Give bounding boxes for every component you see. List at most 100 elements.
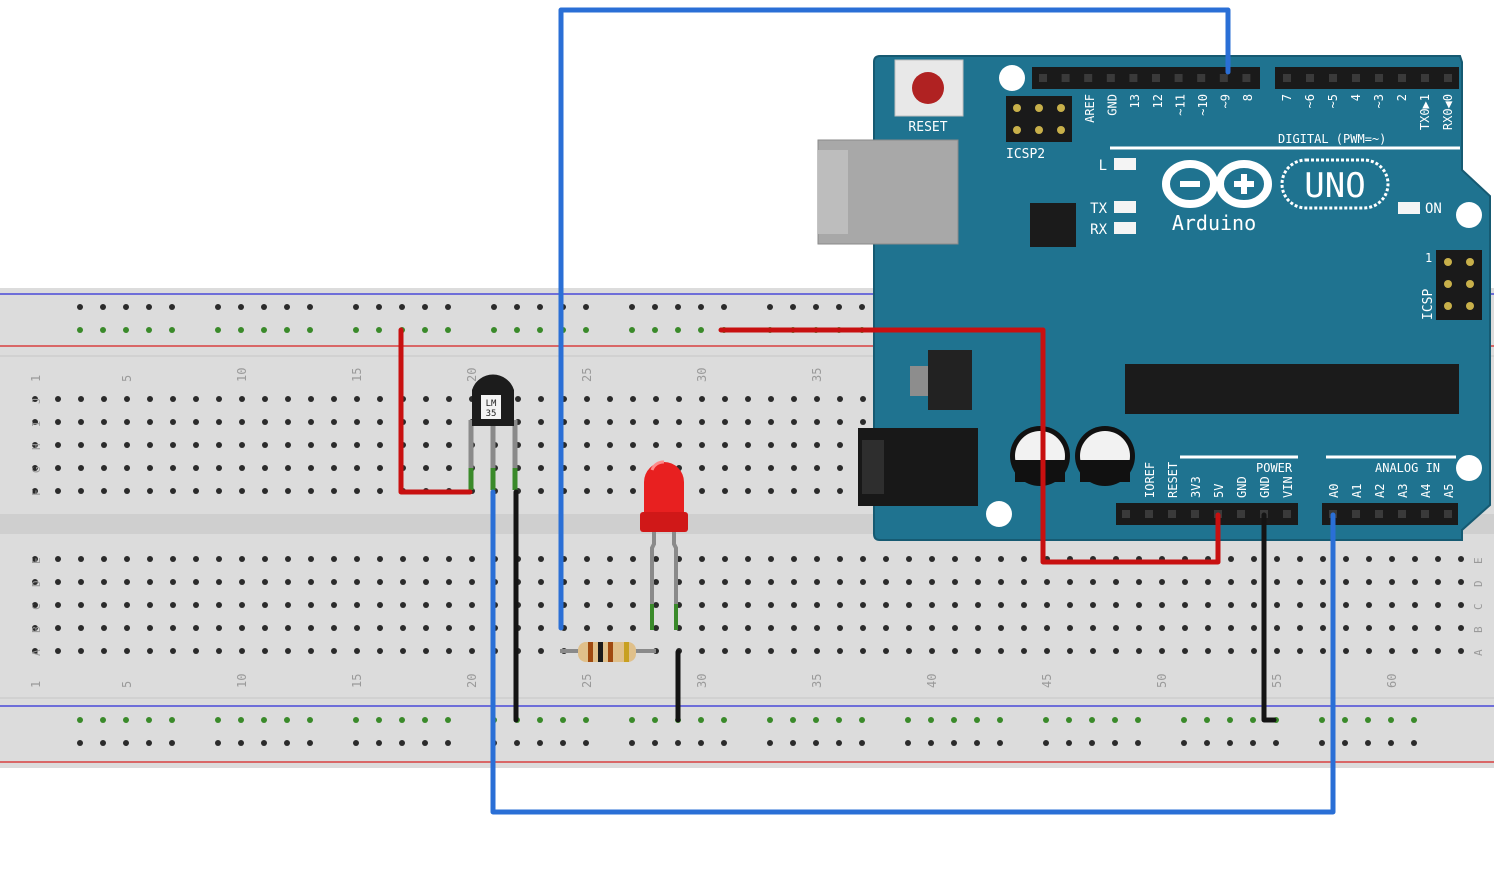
- header-pin[interactable]: [1061, 74, 1070, 82]
- breadboard-hole: [583, 740, 589, 746]
- breadboard-hole: [124, 488, 130, 494]
- breadboard-hole: [583, 717, 589, 723]
- header-pin[interactable]: [1129, 74, 1138, 82]
- breadboard-hole: [698, 327, 704, 333]
- header-pin[interactable]: [1191, 510, 1199, 518]
- breadboard-hole: [193, 465, 199, 471]
- header-pin[interactable]: [1375, 74, 1383, 82]
- breadboard-hole: [1227, 740, 1233, 746]
- header-pin[interactable]: [1352, 510, 1360, 518]
- breadboard-hole: [630, 488, 636, 494]
- usb-interface-chip: [1030, 203, 1076, 247]
- wire-blue-a0[interactable]: [490, 489, 1336, 815]
- header-pin[interactable]: [1421, 510, 1429, 518]
- breadboard-hole: [929, 625, 935, 631]
- breadboard-hole: [239, 488, 245, 494]
- breadboard-hole: [745, 465, 751, 471]
- breadboard-hole: [215, 717, 221, 723]
- breadboard-hole: [698, 740, 704, 746]
- breadboard-hole: [422, 740, 428, 746]
- breadboard-hole: [261, 740, 267, 746]
- header-pin[interactable]: [1219, 74, 1228, 82]
- breadboard-hole: [331, 419, 337, 425]
- arduino-uno-board: RESET ICSP2 ICSP 1 L TX RX ON: [817, 55, 1491, 541]
- wire-black-arduino-gnd[interactable]: [1261, 512, 1277, 723]
- breadboard-hole: [423, 648, 429, 654]
- header-pin[interactable]: [1329, 74, 1337, 82]
- breadboard-hole: [423, 419, 429, 425]
- breadboard-hole: [262, 488, 268, 494]
- header-pin[interactable]: [1168, 510, 1176, 518]
- header-pin[interactable]: [1174, 74, 1183, 82]
- breadboard-hole: [169, 304, 175, 310]
- breadboard-hole: [377, 442, 383, 448]
- led-on-label: ON: [1425, 201, 1442, 217]
- header-pin[interactable]: [1106, 74, 1115, 82]
- wire-red-5v[interactable]: [718, 327, 1221, 565]
- breadboard-hole: [216, 465, 222, 471]
- breadboard-hole: [722, 419, 728, 425]
- breadboard-hole: [1205, 625, 1211, 631]
- breadboard-hole: [676, 442, 682, 448]
- power-header: [1116, 503, 1298, 525]
- col-number-bottom-45: 45: [1040, 674, 1054, 688]
- breadboard-hole: [1343, 648, 1349, 654]
- header-pin[interactable]: [1283, 510, 1291, 518]
- header-pin[interactable]: [1084, 74, 1093, 82]
- header-pin[interactable]: [1306, 74, 1314, 82]
- header-pin[interactable]: [1039, 74, 1047, 82]
- breadboard-hole: [239, 556, 245, 562]
- breadboard-hole: [1251, 579, 1257, 585]
- breadboard-hole: [952, 556, 958, 562]
- header-pin[interactable]: [1352, 74, 1360, 82]
- breadboard-hole: [630, 602, 636, 608]
- header-pin[interactable]: [1283, 74, 1291, 82]
- breadboard-hole: [308, 419, 314, 425]
- breadboard-hole: [1388, 740, 1394, 746]
- header-pin[interactable]: [1152, 74, 1160, 82]
- breadboard-hole: [653, 556, 659, 562]
- breadboard-hole: [514, 304, 520, 310]
- header-pin[interactable]: [1444, 74, 1452, 82]
- breadboard-hole: [1319, 740, 1325, 746]
- breadboard-hole: [745, 488, 751, 494]
- header-pin[interactable]: [1444, 510, 1452, 518]
- header-pin[interactable]: [1145, 510, 1153, 518]
- capacitor-left: [1010, 426, 1070, 486]
- breadboard-hole: [262, 556, 268, 562]
- breadboard-hole: [1412, 648, 1418, 654]
- breadboard-hole: [446, 396, 452, 402]
- header-pin[interactable]: [1122, 510, 1130, 518]
- breadboard-hole: [537, 740, 543, 746]
- breadboard-hole: [1159, 579, 1165, 585]
- breadboard-hole: [652, 717, 658, 723]
- wire-blue-pin9[interactable]: [558, 7, 1231, 631]
- digital-pin-label: RX0◀0: [1441, 94, 1455, 130]
- breadboard-hole: [1228, 648, 1234, 654]
- breadboard-hole: [629, 740, 635, 746]
- breadboard-hole: [1250, 717, 1256, 723]
- breadboard-hole: [952, 648, 958, 654]
- header-pin[interactable]: [1197, 74, 1206, 82]
- breadboard-hole: [1113, 625, 1119, 631]
- breadboard-hole: [538, 648, 544, 654]
- wire-red-sensor-vcc[interactable]: [398, 327, 473, 495]
- reset-button[interactable]: [894, 59, 964, 117]
- breadboard-hole: [423, 579, 429, 585]
- breadboard-hole: [216, 579, 222, 585]
- header-pin[interactable]: [1375, 510, 1383, 518]
- breadboard-hole: [1389, 602, 1395, 608]
- header-pin[interactable]: [1398, 74, 1406, 82]
- header-pin[interactable]: [1421, 74, 1429, 82]
- breadboard-hole: [1458, 579, 1464, 585]
- breadboard-hole: [100, 717, 106, 723]
- breadboard-hole: [123, 740, 129, 746]
- header-pin[interactable]: [1398, 510, 1406, 518]
- breadboard-hole: [446, 556, 452, 562]
- breadboard-hole: [1251, 602, 1257, 608]
- breadboard-hole: [146, 327, 152, 333]
- header-pin[interactable]: [1242, 74, 1251, 82]
- breadboard-hole: [331, 465, 337, 471]
- breadboard-hole: [239, 465, 245, 471]
- header-pin[interactable]: [1237, 510, 1245, 518]
